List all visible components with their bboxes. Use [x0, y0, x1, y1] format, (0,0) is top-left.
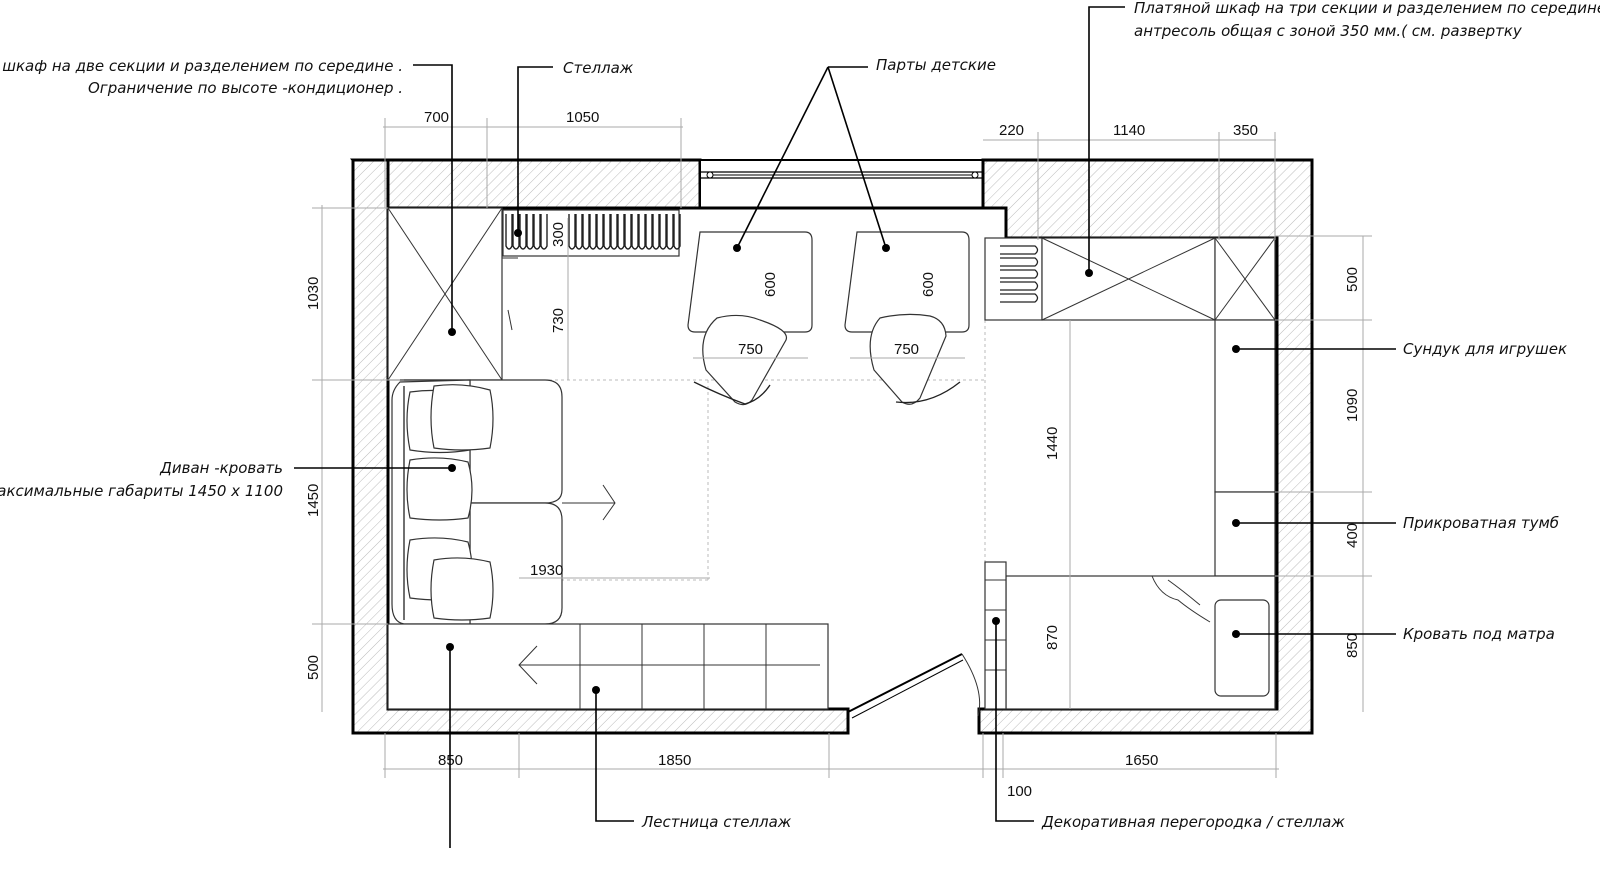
shelving-rib	[610, 214, 618, 250]
label-partition: Декоративная перегородка / стеллаж	[1041, 813, 1345, 831]
label-bed: Кровать под матра	[1403, 625, 1555, 643]
dim-top-700: 700	[424, 109, 449, 126]
shelving-rib	[505, 214, 513, 250]
dim-inner-300: 300	[550, 222, 567, 247]
shelving-rib	[575, 214, 583, 250]
label-toy-chest: Сундук для игрушек	[1403, 340, 1567, 358]
walls	[350, 158, 1314, 735]
label-stair-shelving: Лестница стеллаж	[641, 813, 792, 831]
shelving-rib	[519, 214, 527, 250]
dim-top-350: 350	[1233, 122, 1258, 139]
shelving-rib	[589, 214, 597, 250]
shelving-rib	[631, 214, 639, 250]
desk-left	[687, 231, 813, 406]
desk-right	[844, 231, 970, 405]
dim-left-500: 500	[305, 655, 322, 680]
label-wardrobe-three-line2: антресоль общая с зоной 350 мм.( см. раз…	[1134, 22, 1523, 40]
sofa-bed	[391, 379, 616, 625]
dim-right-1090: 1090	[1344, 389, 1361, 422]
dim-inner-870: 870	[1044, 625, 1061, 650]
dim-bottom-1650: 1650	[1125, 752, 1158, 769]
shelving-rib	[638, 214, 646, 250]
label-wardrobe-two-line1: Платяной шкаф на две секции и разделение…	[0, 57, 403, 75]
dim-inner-1440: 1440	[1044, 427, 1061, 460]
shelving-rib	[645, 214, 653, 250]
shelving-rib	[540, 214, 548, 250]
dim-top-1050: 1050	[566, 109, 599, 126]
shelving-rib	[666, 214, 674, 250]
wall-top-left	[350, 158, 702, 210]
shelving-rib	[512, 214, 520, 250]
toy-chest	[1214, 319, 1276, 493]
shelving-rib	[652, 214, 660, 250]
shelving-rib	[582, 214, 590, 250]
nightstand	[1214, 491, 1276, 577]
shelving-rib	[673, 214, 681, 250]
dim-bottom-1850: 1850	[658, 752, 691, 769]
dim-inner-600b: 600	[920, 272, 937, 297]
window	[699, 159, 984, 209]
label-nightstand: Прикроватная тумб	[1403, 514, 1559, 532]
dim-inner-750b: 750	[894, 341, 919, 358]
stair-shelving	[387, 623, 829, 710]
dim-top-220: 220	[999, 122, 1024, 139]
dimension-lines	[312, 118, 1372, 778]
dim-inner-600a: 600	[762, 272, 779, 297]
dim-inner-730: 730	[550, 308, 567, 333]
shelving-rib	[603, 214, 611, 250]
shelving-rib	[568, 214, 576, 250]
shelving-rib	[624, 214, 632, 250]
dim-right-500: 500	[1344, 267, 1361, 292]
label-shelving: Стеллаж	[563, 59, 634, 77]
shelving-rib	[596, 214, 604, 250]
dim-right-400: 400	[1344, 523, 1361, 548]
label-sofa-bed-line2: максимальные габариты 1450 х 1100	[0, 482, 283, 500]
label-wardrobe-three-line1: Платяной шкаф на три секции и разделение…	[1134, 0, 1600, 17]
dim-right-850: 850	[1344, 633, 1361, 658]
dimension-texts: 700 1050 220 1140 350 1030 1450 500 500 …	[305, 109, 1361, 800]
dim-inner-1930: 1930	[530, 562, 563, 579]
label-wardrobe-two-line2: Ограничение по высоте -кондиционер .	[88, 79, 403, 97]
label-desks: Парты детские	[876, 56, 996, 74]
leaders	[294, 6, 1396, 848]
label-sofa-bed-line1: Диван -кровать	[159, 459, 283, 477]
dim-top-1140: 1140	[1113, 122, 1145, 139]
shelving-rib	[526, 214, 534, 250]
door	[847, 653, 981, 719]
labels: Платяной шкаф на две секции и разделение…	[0, 0, 1600, 831]
wardrobe-three-sections	[984, 237, 1276, 321]
shelving	[502, 209, 681, 257]
dim-bottom-100: 100	[1007, 783, 1032, 800]
dim-left-1450: 1450	[305, 484, 322, 517]
wardrobe-two-sections	[387, 207, 518, 381]
shelving-rib	[533, 214, 541, 250]
shelving-rib	[659, 214, 667, 250]
dim-inner-750a: 750	[738, 341, 763, 358]
bed	[1005, 575, 1276, 710]
dim-left-1030: 1030	[305, 277, 322, 310]
shelving-rib	[617, 214, 625, 250]
